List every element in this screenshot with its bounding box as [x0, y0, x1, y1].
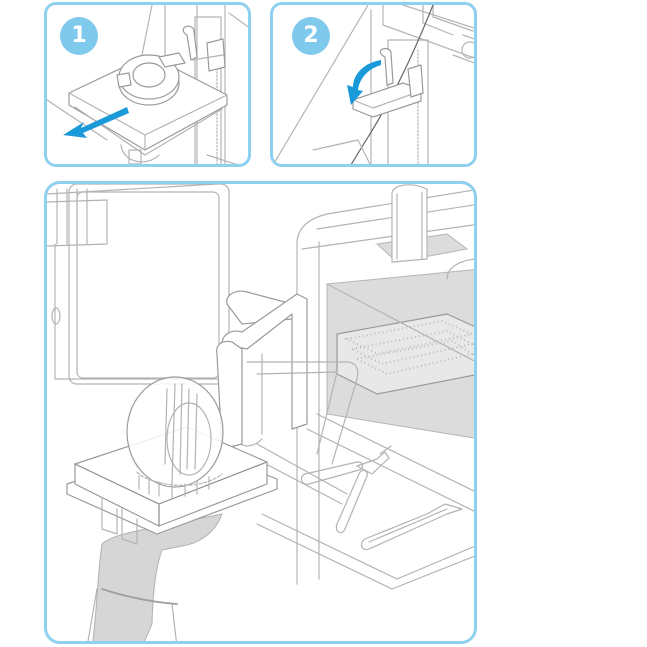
main-scene-illustration: [47, 184, 474, 641]
platform-holder: [216, 290, 359, 505]
step-number-badge: 2: [292, 17, 330, 55]
tool-tray: [256, 413, 474, 590]
printed-part: [126, 376, 224, 499]
step-1-panel: 1: [44, 2, 251, 167]
main-scene-panel: [44, 181, 477, 644]
curved-rotate-arrow-icon: [347, 60, 381, 105]
tweezers-icon: [360, 503, 463, 551]
step-2-panel: 2: [270, 2, 477, 167]
printer: [47, 184, 230, 385]
step-1-illustration: [47, 5, 248, 164]
step-2-illustration: [273, 5, 474, 164]
step-number-badge: 1: [60, 17, 98, 55]
slide-out-arrow-icon: [63, 107, 129, 138]
flush-cutters-icon: [300, 445, 392, 534]
wash-station: [296, 184, 474, 585]
